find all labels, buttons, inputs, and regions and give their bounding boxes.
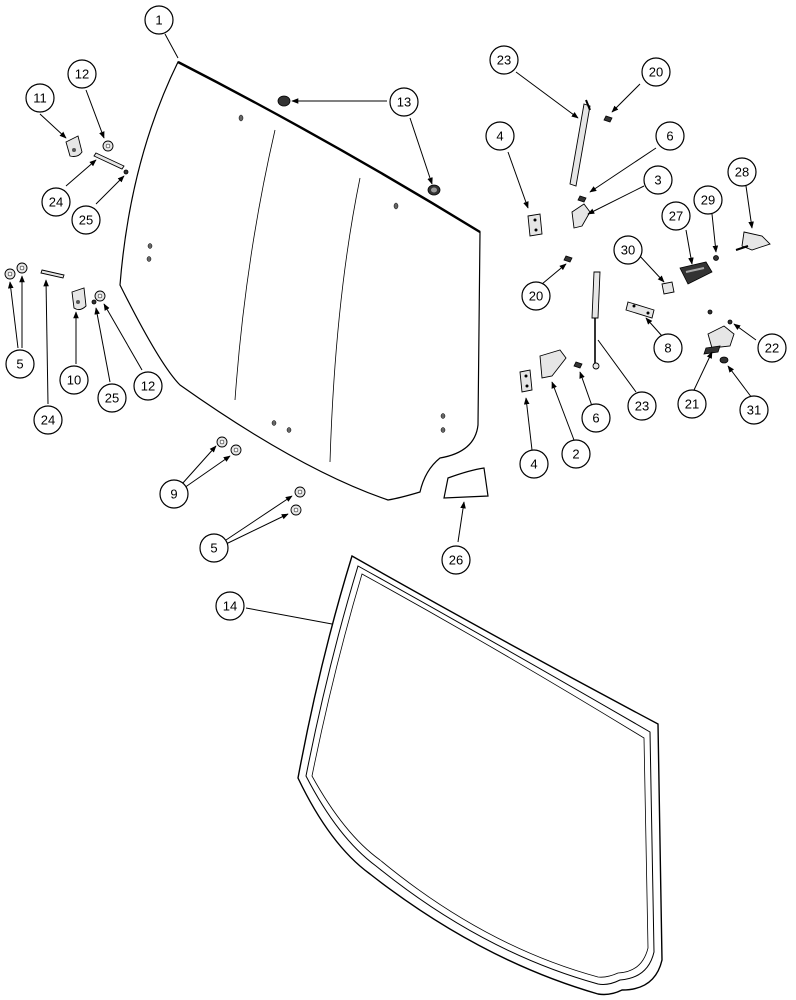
svg-text:13: 13 [397,95,411,110]
svg-text:9: 9 [170,487,177,502]
svg-text:5: 5 [210,541,217,556]
callout-23-lower: 23 [627,391,657,421]
callout-11: 11 [25,83,55,113]
callout-26: 26 [441,545,471,575]
svg-text:21: 21 [685,397,699,412]
callout-21: 21 [677,389,707,419]
callout-25-lower: 25 [97,383,127,413]
svg-text:23: 23 [497,53,511,68]
callout-6-upper: 6 [655,121,685,151]
callout-27: 27 [661,201,691,231]
svg-text:3: 3 [654,173,661,188]
callout-31: 31 [739,395,769,425]
windshield-glass [119,60,481,501]
callout-6-lower: 6 [581,403,611,433]
right-hardware [519,99,771,393]
svg-text:12: 12 [141,379,155,394]
svg-text:12: 12 [75,67,89,82]
callout-5-bottom: 5 [199,533,229,563]
callout-12-lower: 12 [133,371,163,401]
svg-text:30: 30 [621,243,635,258]
windshield-seal [297,554,663,996]
svg-text:25: 25 [105,391,119,406]
corner-glass-part [443,467,489,499]
svg-text:5: 5 [16,357,23,372]
svg-text:1: 1 [155,13,162,28]
callout-23-upper: 23 [489,45,519,75]
bottom-hardware [216,436,306,516]
svg-text:4: 4 [530,457,537,472]
callout-1: 1 [144,5,174,35]
callout-22: 22 [757,333,787,363]
svg-text:4: 4 [496,129,503,144]
svg-text:10: 10 [67,373,81,388]
svg-text:27: 27 [669,209,683,224]
callout-8: 8 [653,333,683,363]
svg-text:6: 6 [666,129,673,144]
svg-text:24: 24 [49,195,63,210]
leader-lines [7,33,757,625]
svg-text:20: 20 [649,65,663,80]
svg-text:11: 11 [33,91,47,106]
callout-25-upper: 25 [71,205,101,235]
svg-text:29: 29 [701,193,715,208]
svg-text:6: 6 [592,411,599,426]
callout-4-lower: 4 [519,449,549,479]
svg-text:14: 14 [223,599,237,614]
plug-parts [277,95,441,196]
callout-4-upper: 4 [485,121,515,151]
svg-text:31: 31 [747,403,761,418]
svg-text:28: 28 [735,165,749,180]
svg-text:22: 22 [765,341,779,356]
callout-29: 29 [693,185,723,215]
callout-9: 9 [159,479,189,509]
callout-20-upper: 20 [641,57,671,87]
callout-24-lower: 24 [33,405,63,435]
svg-text:26: 26 [449,553,463,568]
left-hardware [4,135,129,311]
svg-text:20: 20 [529,289,543,304]
callout-13: 13 [389,87,419,117]
callout-24-upper: 24 [41,187,71,217]
svg-text:23: 23 [635,399,649,414]
callout-20-lower: 20 [521,281,551,311]
callout-14: 14 [215,591,245,621]
callout-2: 2 [561,439,591,469]
callout-12-upper: 12 [67,59,97,89]
svg-text:2: 2 [572,447,579,462]
svg-text:24: 24 [41,413,55,428]
svg-text:25: 25 [79,213,93,228]
callout-30: 30 [613,235,643,265]
svg-text:8: 8 [664,341,671,356]
callout-10: 10 [59,365,89,395]
callout-5-left: 5 [5,349,35,379]
callout-28: 28 [727,157,757,187]
callout-3: 3 [643,165,673,195]
